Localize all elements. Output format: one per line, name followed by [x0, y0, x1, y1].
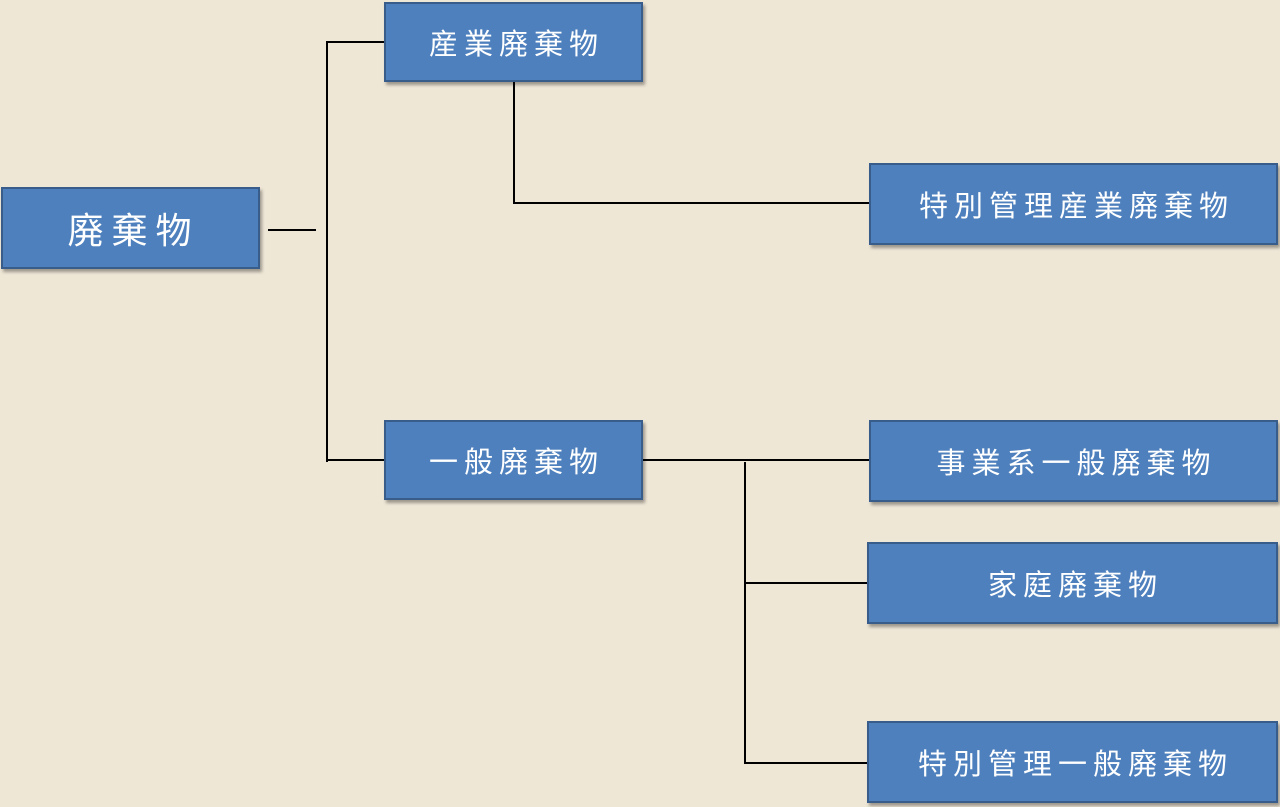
connector-to-special-industrial [513, 202, 871, 204]
node-household-waste-label: 家庭廃棄物 [987, 568, 1163, 602]
node-special-general-waste: 特別管理一般廃棄物 [867, 721, 1278, 803]
connector-to-general [326, 459, 386, 461]
node-special-general-waste-label: 特別管理一般廃棄物 [917, 747, 1233, 781]
node-waste-label: 廃棄物 [67, 211, 200, 252]
connector-industrial-down [513, 82, 515, 204]
connector-root-stub [268, 229, 316, 231]
connector-to-industrial [326, 41, 386, 43]
connector-general-trunk [744, 462, 746, 764]
connector-to-special-general [744, 762, 870, 764]
node-industrial-waste: 産業廃棄物 [384, 2, 643, 82]
node-household-waste: 家庭廃棄物 [867, 542, 1278, 624]
node-general-waste-label: 一般廃棄物 [428, 445, 604, 479]
node-general-waste: 一般廃棄物 [384, 420, 643, 500]
connector-root-trunk [326, 42, 328, 462]
node-special-industrial-waste-label: 特別管理産業廃棄物 [918, 189, 1234, 223]
node-business-general-waste: 事業系一般廃棄物 [869, 420, 1278, 502]
node-industrial-waste-label: 産業廃棄物 [428, 27, 604, 61]
connector-general-out [643, 459, 871, 461]
connector-to-household [744, 582, 870, 584]
node-business-general-waste-label: 事業系一般廃棄物 [936, 446, 1217, 480]
node-waste: 廃棄物 [1, 187, 260, 269]
node-special-industrial-waste: 特別管理産業廃棄物 [869, 163, 1278, 245]
